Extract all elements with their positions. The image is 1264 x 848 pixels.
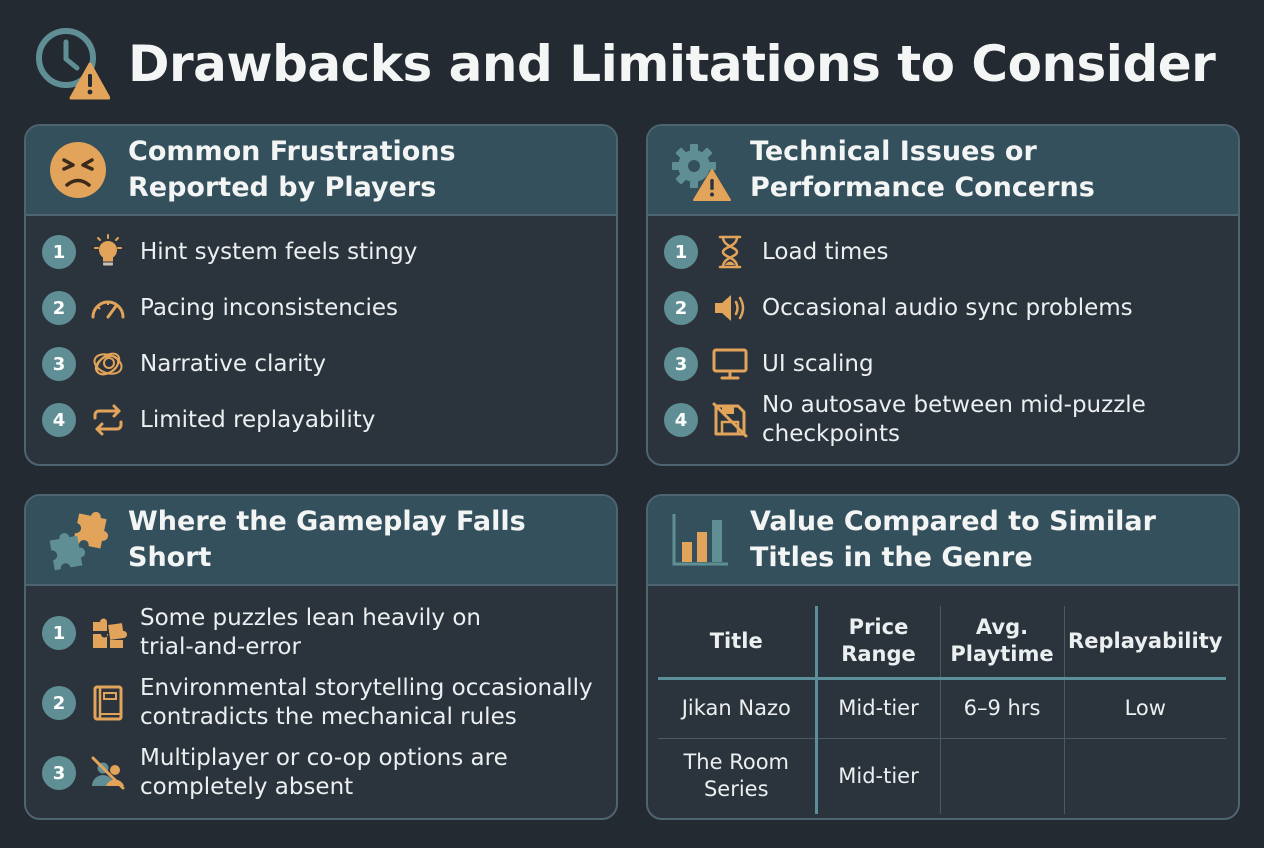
column-header: Price Range (816, 606, 941, 680)
number-badge: 1 (42, 235, 76, 269)
table-cell: 6–9 hrs (940, 678, 1065, 739)
number-badge: 4 (42, 403, 76, 437)
tangled-scribble-icon (88, 344, 128, 384)
comparison-table: Title Price Range Avg. Playtime Replayab… (658, 606, 1226, 814)
table-cell: Low (1064, 678, 1226, 739)
speaker-icon (710, 288, 750, 328)
technical-header: Technical Issues or Performance Concerns (648, 126, 1238, 216)
value-panel: Value Compared to Similar Titles in the … (646, 494, 1240, 820)
number-badge: 3 (42, 756, 76, 790)
number-badge: 1 (42, 616, 76, 650)
list-item: 2 Pacing inconsistencies (42, 280, 616, 336)
table-row: The Room Series Mid-tier (658, 738, 1226, 814)
item-text: No autosave between mid-puzzle checkpoin… (762, 392, 1146, 447)
table-cell (1064, 738, 1226, 814)
frustrated-face-icon (50, 142, 106, 198)
number-badge: 4 (664, 403, 698, 437)
number-badge: 1 (664, 235, 698, 269)
puzzle-icon (88, 613, 128, 653)
book-icon (88, 683, 128, 723)
table-cell: Mid-tier (816, 738, 941, 814)
monitor-icon (710, 344, 750, 384)
list-item: 2 Environmental storytelling occasionall… (42, 668, 616, 738)
value-header: Value Compared to Similar Titles in the … (648, 496, 1238, 586)
no-multiplayer-icon (88, 753, 128, 793)
column-header: Title (658, 606, 818, 680)
list-item: 1 Hint system feels stingy (42, 224, 616, 280)
list-item: 1 Load times (664, 224, 1238, 280)
frustrations-header: Common Frustrations Reported by Players (26, 126, 616, 216)
no-save-icon (710, 400, 750, 440)
table-cell: The Room Series (658, 738, 818, 814)
speedometer-icon (88, 288, 128, 328)
list-item: 3 Multiplayer or co-op options are compl… (42, 738, 616, 808)
column-header: Replayability (1064, 606, 1226, 680)
number-badge: 2 (664, 291, 698, 325)
gameplay-title: Where the Gameplay Falls Short (128, 506, 526, 573)
item-text: Limited replayability (140, 406, 376, 433)
page-header: Drawbacks and Limitations to Consider (34, 24, 1216, 104)
technical-title: Technical Issues or Performance Concerns (750, 136, 1095, 203)
table-header-row: Title Price Range Avg. Playtime Replayab… (658, 606, 1226, 680)
number-badge: 3 (664, 347, 698, 381)
list-item: 1 Some puzzles lean heavily on trial-and… (42, 598, 616, 668)
table-cell (940, 738, 1065, 814)
lightbulb-icon (88, 232, 128, 272)
item-text: Pacing inconsistencies (140, 294, 398, 321)
bar-chart-icon (672, 514, 728, 566)
page-title: Drawbacks and Limitations to Consider (128, 35, 1216, 93)
table-row: Jikan Nazo Mid-tier 6–9 hrs Low (658, 678, 1226, 739)
frustrations-list: 1 Hint system feels stingy 2 Pacing inco… (26, 216, 616, 448)
technical-panel: Technical Issues or Performance Concerns… (646, 124, 1240, 466)
repeat-icon (88, 400, 128, 440)
frustrations-title: Common Frustrations Reported by Players (128, 136, 456, 203)
list-item: 3 Narrative clarity (42, 336, 616, 392)
puzzle-pieces-icon (49, 511, 109, 571)
gear-warning-icon (672, 144, 731, 201)
table-cell: Jikan Nazo (658, 678, 818, 739)
number-badge: 2 (42, 686, 76, 720)
gameplay-header: Where the Gameplay Falls Short (26, 496, 616, 586)
frustrations-panel: Common Frustrations Reported by Players … (24, 124, 618, 466)
list-item: 4 Limited replayability (42, 392, 616, 448)
list-item: 2 Occasional audio sync problems (664, 280, 1238, 336)
item-text: UI scaling (762, 350, 874, 377)
table-cell: Mid-tier (816, 678, 941, 739)
gameplay-list: 1 Some puzzles lean heavily on trial-and… (26, 586, 616, 808)
item-text: Hint system feels stingy (140, 238, 418, 265)
technical-list: 1 Load times 2 Occasional audio sync pro… (648, 216, 1238, 448)
hourglass-icon (710, 232, 750, 272)
item-text: Some puzzles lean heavily on trial-and-e… (140, 605, 482, 660)
list-item: 4 No autosave between mid-puzzle checkpo… (664, 392, 1238, 448)
column-header: Avg. Playtime (940, 606, 1065, 680)
value-title: Value Compared to Similar Titles in the … (750, 506, 1156, 573)
item-text: Environmental storytelling occasionally … (140, 675, 593, 730)
clock-warning-icon (36, 28, 110, 100)
number-badge: 3 (42, 347, 76, 381)
number-badge: 2 (42, 291, 76, 325)
list-item: 3 UI scaling (664, 336, 1238, 392)
item-text: Occasional audio sync problems (762, 294, 1133, 321)
item-text: Multiplayer or co-op options are complet… (140, 745, 508, 800)
gameplay-panel: Where the Gameplay Falls Short 1 Some pu… (24, 494, 618, 820)
item-text: Load times (762, 238, 889, 265)
item-text: Narrative clarity (140, 350, 326, 377)
